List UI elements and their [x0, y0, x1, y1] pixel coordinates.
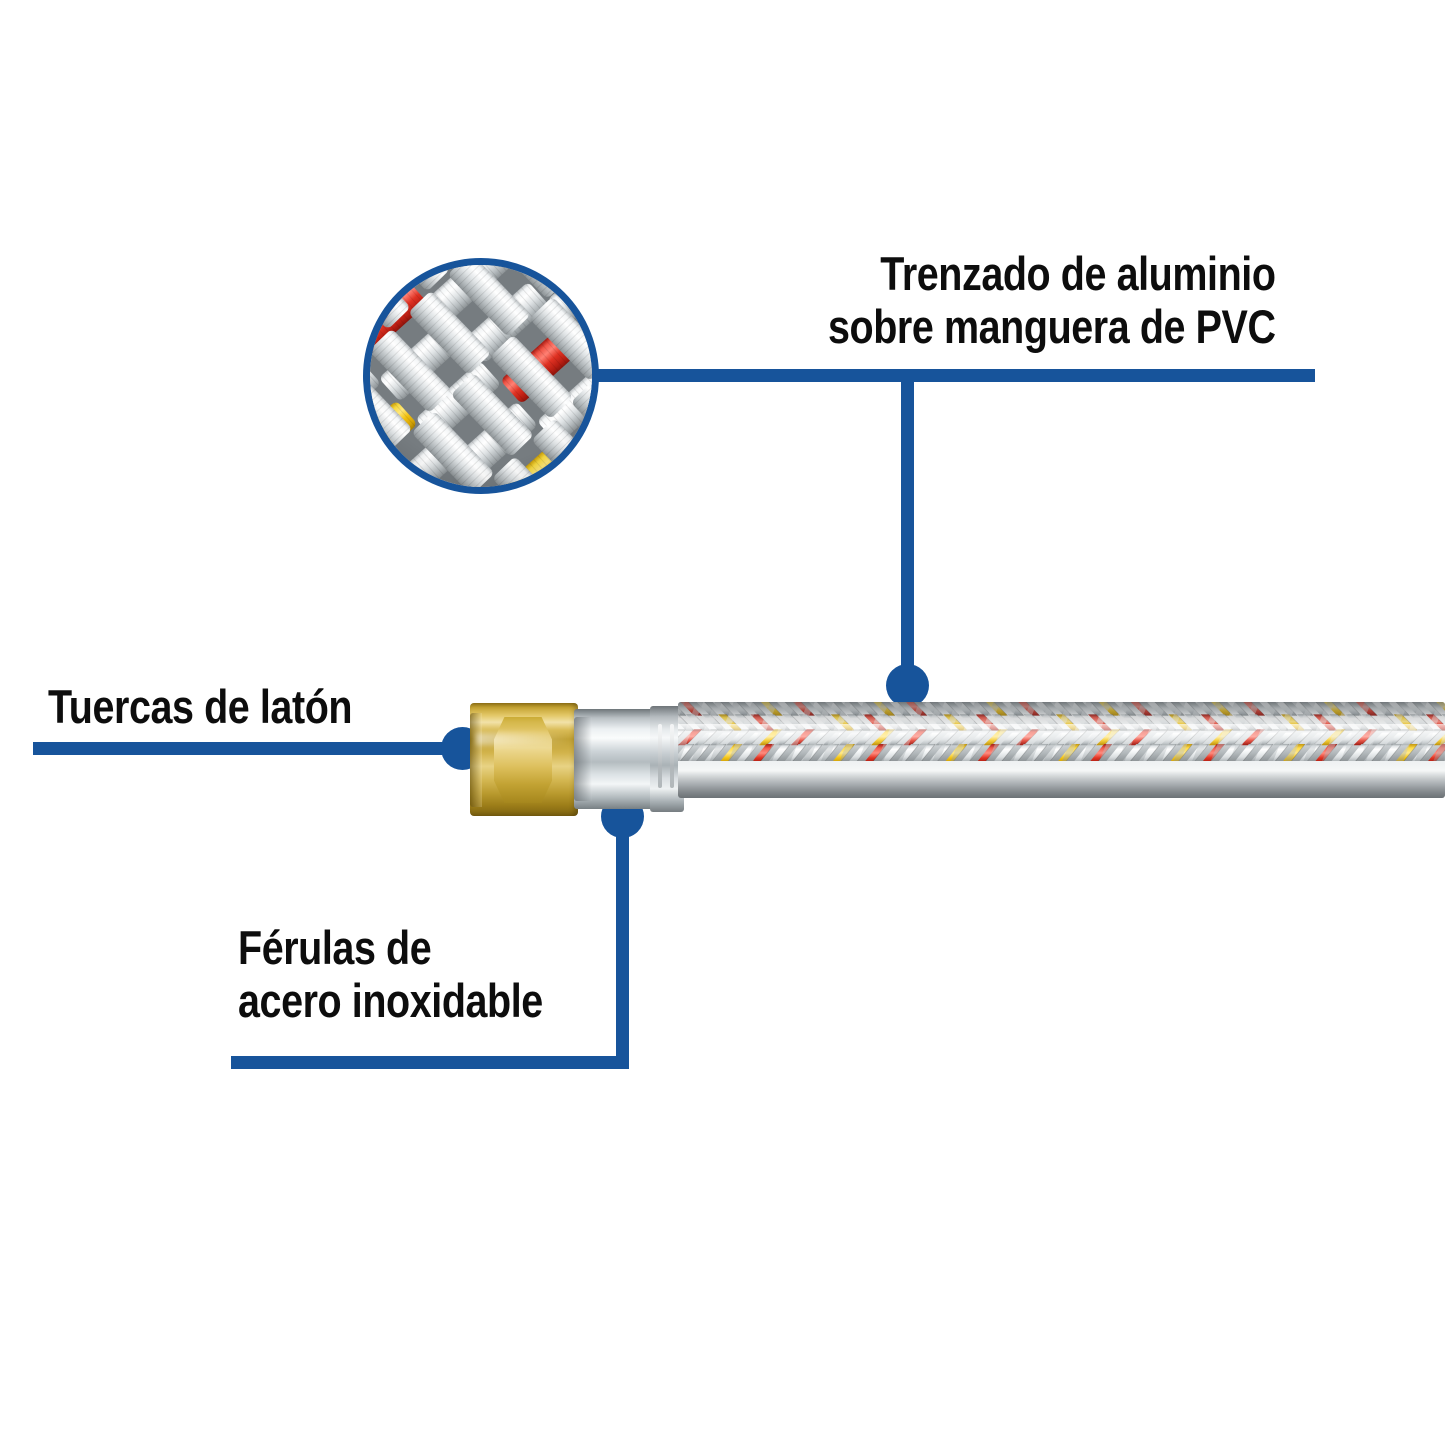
leader-line-ferulas-horizontal: [231, 1056, 629, 1069]
ferrule-ridge-2: [670, 724, 674, 788]
leader-line-tuercas: [33, 742, 458, 755]
aluminum-braided-pvc-hose: [678, 702, 1445, 798]
braid-detail-magnifier: [363, 258, 599, 494]
hose-bottom-shadow: [678, 770, 1445, 798]
callout-trenzado-line1: Trenzado de aluminio: [880, 247, 1276, 300]
ferrule-taper: [574, 717, 592, 801]
braid-weave-illustration: [370, 265, 592, 487]
callout-label-ferulas: Férulas de acero inoxidable: [238, 921, 543, 1027]
product-hose-assembly: [470, 697, 1445, 816]
stainless-steel-ferrule: [574, 706, 684, 812]
leader-line-trenzado-vertical: [901, 369, 914, 686]
callout-ferulas-line1: Férulas de: [238, 921, 432, 974]
callout-tuercas-line1: Tuercas de latón: [48, 680, 353, 733]
brass-nut-left-edge: [470, 713, 482, 807]
brass-nut-highlight: [476, 733, 572, 745]
leader-line-ferulas-vertical: [616, 816, 629, 1069]
callout-label-trenzado: Trenzado de aluminio sobre manguera de P…: [828, 247, 1276, 353]
brass-hex-nut: [470, 703, 578, 816]
callout-trenzado-line2: sobre manguera de PVC: [828, 299, 1276, 353]
leader-line-trenzado-horizontal: [598, 369, 1315, 382]
hose-braid-pattern: [678, 702, 1445, 762]
callout-label-tuercas: Tuercas de latón: [48, 680, 353, 734]
leader-dot-trenzado: [886, 664, 929, 707]
brass-nut-hex-face: [494, 717, 552, 803]
ferrule-ridge-1: [658, 724, 662, 788]
callout-ferulas-line2: acero inoxidable: [238, 973, 543, 1027]
